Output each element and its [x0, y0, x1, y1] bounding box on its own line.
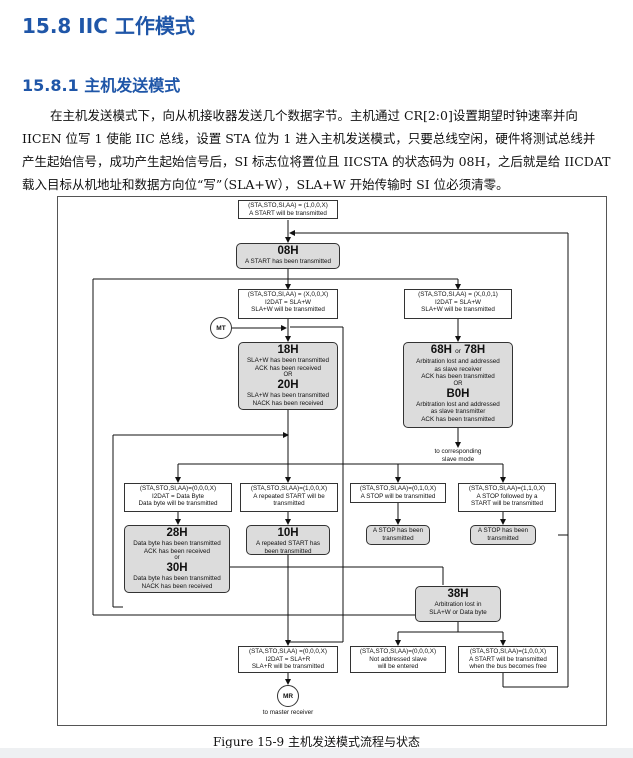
state-28h-30h: 28H Data byte has been transmitted ACK h… — [124, 525, 230, 593]
section-heading: 15.8 IIC 工作模式 — [22, 14, 195, 38]
state-18h-20h: 18H SLA+W has been transmitted ACK has b… — [238, 342, 338, 410]
mt-connector: MT — [210, 317, 232, 339]
sla-r-command-box: (STA,STO,SI,AA) =(0,0,0,X) I2DAT = SLA+R… — [238, 646, 338, 673]
page-bottom-strip — [0, 748, 633, 758]
paragraph-line-1: 在主机发送模式下，向从机接收器发送几个数据字节。主机通过 CR[2:0]设置期望… — [50, 108, 578, 123]
sla-w-left-box: (STA,STO,SI,AA) = (X,0,0,X) I2DAT = SLA+… — [238, 289, 338, 319]
subsection-heading: 15.8.1 主机发送模式 — [22, 76, 181, 95]
intro-paragraph: 在主机发送模式下，向从机接收器发送几个数据字节。主机通过 CR[2:0]设置期望… — [22, 104, 633, 196]
paragraph-line-3: 产生起始信号，成功产生起始信号后，SI 标志位将置位且 IICSTA 的状态码为… — [22, 154, 611, 169]
state-08h: 08H A START has been transmitted — [236, 243, 340, 269]
mr-connector: MR — [277, 685, 299, 707]
state-10h: 10H A repeated START has been transmitte… — [246, 525, 330, 555]
repeated-start-command-box: (STA,STO,SI,AA)=(1,0,0,X) A repeated STA… — [240, 483, 338, 512]
start-when-free-box: (STA,STO,SI,AA)=(1,0,0,X) A START will b… — [458, 646, 558, 673]
paragraph-line-4: 载入目标从机地址和数据方向位“写”（SLA+W），SLA+W 开始传输时 SI … — [22, 177, 509, 192]
stop-command-box: (STA,STO,SI,AA)=(0,1,0,X) A STOP will be… — [350, 483, 446, 503]
state-38h: 38H Arbitration lost in SLA+W or Data by… — [415, 586, 501, 622]
figure-caption: Figure 15-9 主机发送模式流程与状态 — [212, 735, 420, 749]
flowchart-figure: (STA,STO,SI,AA) = (1,0,0,X) A START will… — [57, 196, 607, 726]
stop-start-command-box: (STA,STO,SI,AA)=(1,1,0,X) A STOP followe… — [458, 483, 556, 512]
paragraph-line-2: IICEN 位写 1 使能 IIC 总线，设置 STA 位为 1 进入主机发送模… — [22, 131, 596, 146]
to-master-receiver-label: to master receiver — [262, 709, 314, 716]
slave-mode-label: to corresponding slave mode — [434, 448, 482, 463]
sla-w-right-box: (STA,STO,SI,AA) = (X,0,0,1) I2DAT = SLA+… — [404, 289, 512, 319]
stop-start-transmitted-state: A STOP has been transmitted — [470, 525, 536, 545]
stop-transmitted-state: A STOP has been transmitted — [366, 525, 430, 545]
not-addressed-slave-box: (STA,STO,SI,AA)=(0,0,0,X) Not addressed … — [350, 646, 446, 673]
start-command-box: (STA,STO,SI,AA) = (1,0,0,X) A START will… — [238, 200, 338, 220]
state-68h-78h-b0h: 68H or 78H Arbitration lost and addresse… — [403, 342, 513, 428]
data-byte-command-box: (STA,STO,SI,AA)=(0,0,0,X) I2DAT = Data B… — [124, 483, 232, 512]
flowchart-connectors — [92, 220, 569, 688]
